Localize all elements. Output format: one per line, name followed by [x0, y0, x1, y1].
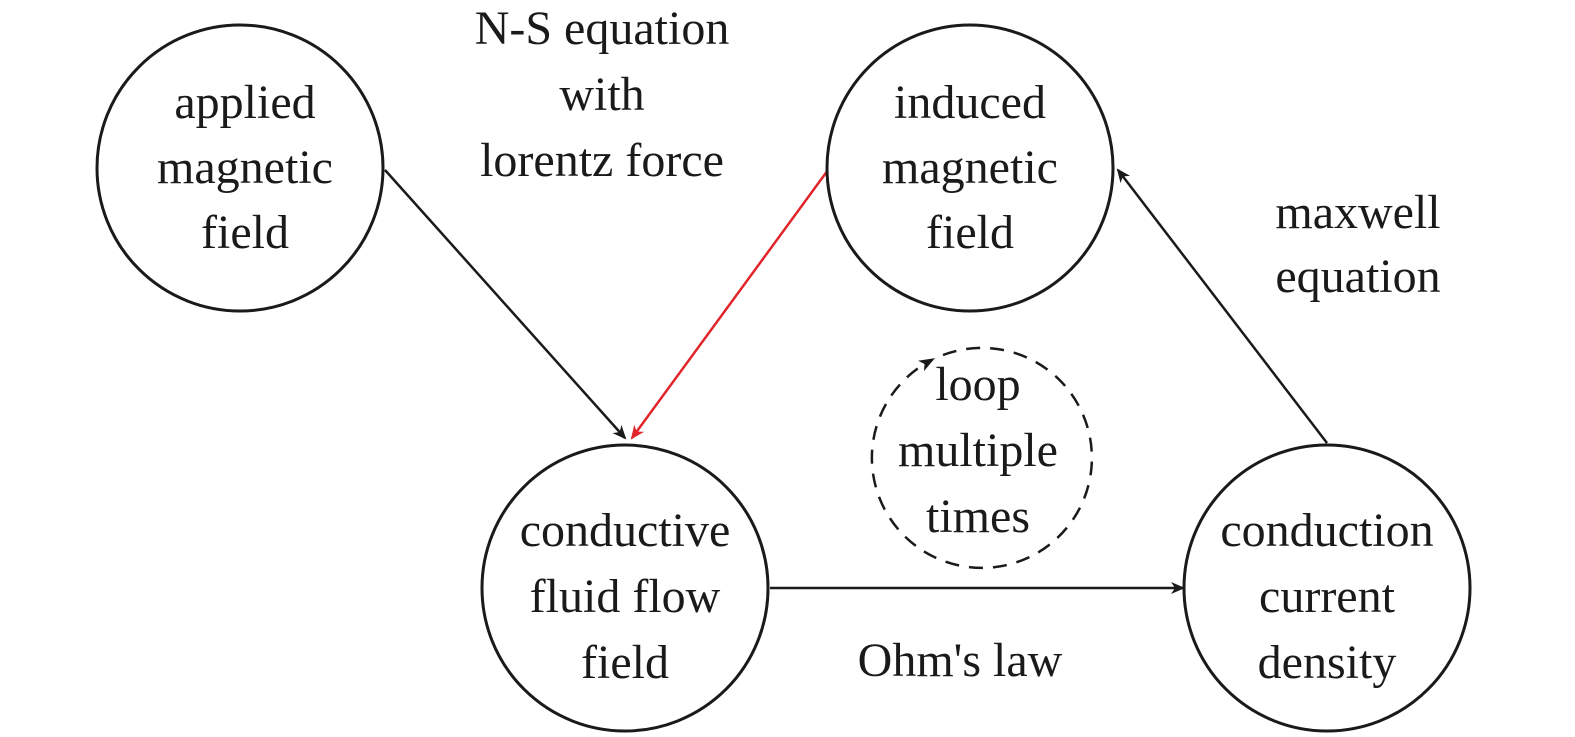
- edge-label-ns-equation: N-S equation with lorentz force: [475, 2, 730, 187]
- edge-label-line: lorentz force: [480, 134, 724, 187]
- edge-label-line: Ohm's law: [858, 634, 1063, 687]
- edge-label-line: equation: [1275, 250, 1440, 303]
- loop-indicator: loop multiple times: [870, 346, 1094, 570]
- node-conductive-fluid-flow-field: conductive fluid flow field: [480, 443, 770, 733]
- edge-induced-to-fluid: [630, 169, 830, 440]
- node-applied-magnetic-field: applied magnetic field: [95, 23, 385, 313]
- edge-applied-to-fluid: [384, 169, 627, 440]
- node-induced-magnetic-field: induced magnetic field: [825, 23, 1115, 313]
- node-label-line: magnetic: [882, 141, 1058, 194]
- edge-label-line: maxwell: [1275, 186, 1440, 239]
- node-label-line: fluid flow: [530, 570, 721, 623]
- loop-label-line: times: [926, 490, 1030, 543]
- loop-label-line: loop: [935, 358, 1020, 411]
- loop-dashed-ring: [870, 346, 1094, 570]
- node-label-line: conductive: [520, 504, 731, 557]
- edge-current-to-induced: [1116, 168, 1328, 444]
- loop-label-line: multiple: [898, 424, 1058, 477]
- edge-label-maxwell-equation: maxwell equation: [1275, 186, 1440, 303]
- edge-label-line: with: [559, 68, 644, 121]
- node-label-line: magnetic: [157, 141, 333, 194]
- edge-label-ohms-law: Ohm's law: [858, 634, 1063, 687]
- node-label-line: applied: [174, 76, 315, 129]
- node-label-line: density: [1258, 636, 1397, 689]
- node-label-line: field: [581, 636, 669, 689]
- node-label-line: current: [1259, 570, 1396, 623]
- edge-label-line: N-S equation: [475, 2, 730, 55]
- node-label-line: field: [926, 206, 1014, 259]
- node-label-line: conduction: [1220, 504, 1433, 557]
- node-label-line: field: [201, 206, 289, 259]
- node-label-line: induced: [894, 76, 1046, 129]
- node-conduction-current-density: conduction current density: [1182, 443, 1472, 733]
